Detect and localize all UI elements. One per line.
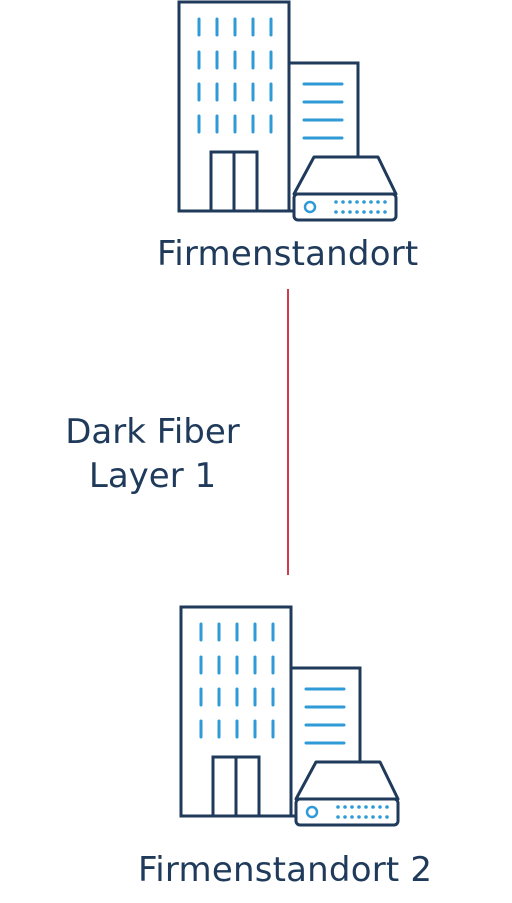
network-server-icon <box>292 155 398 222</box>
site-top <box>170 0 400 225</box>
office-building-icon <box>179 605 400 827</box>
dark-fiber-link-line <box>287 289 289 575</box>
site-top-label: Firmenstandort <box>157 234 419 274</box>
site-bottom <box>172 605 402 830</box>
office-building-icon <box>177 0 398 222</box>
link-label-line1: Dark Fiber <box>65 412 240 452</box>
link-label-line2: Layer 1 <box>88 456 217 496</box>
network-server-icon <box>294 760 400 827</box>
site-bottom-label: Firmenstandort 2 <box>138 850 433 890</box>
link-label: Dark Fiber Layer 1 <box>50 410 255 498</box>
